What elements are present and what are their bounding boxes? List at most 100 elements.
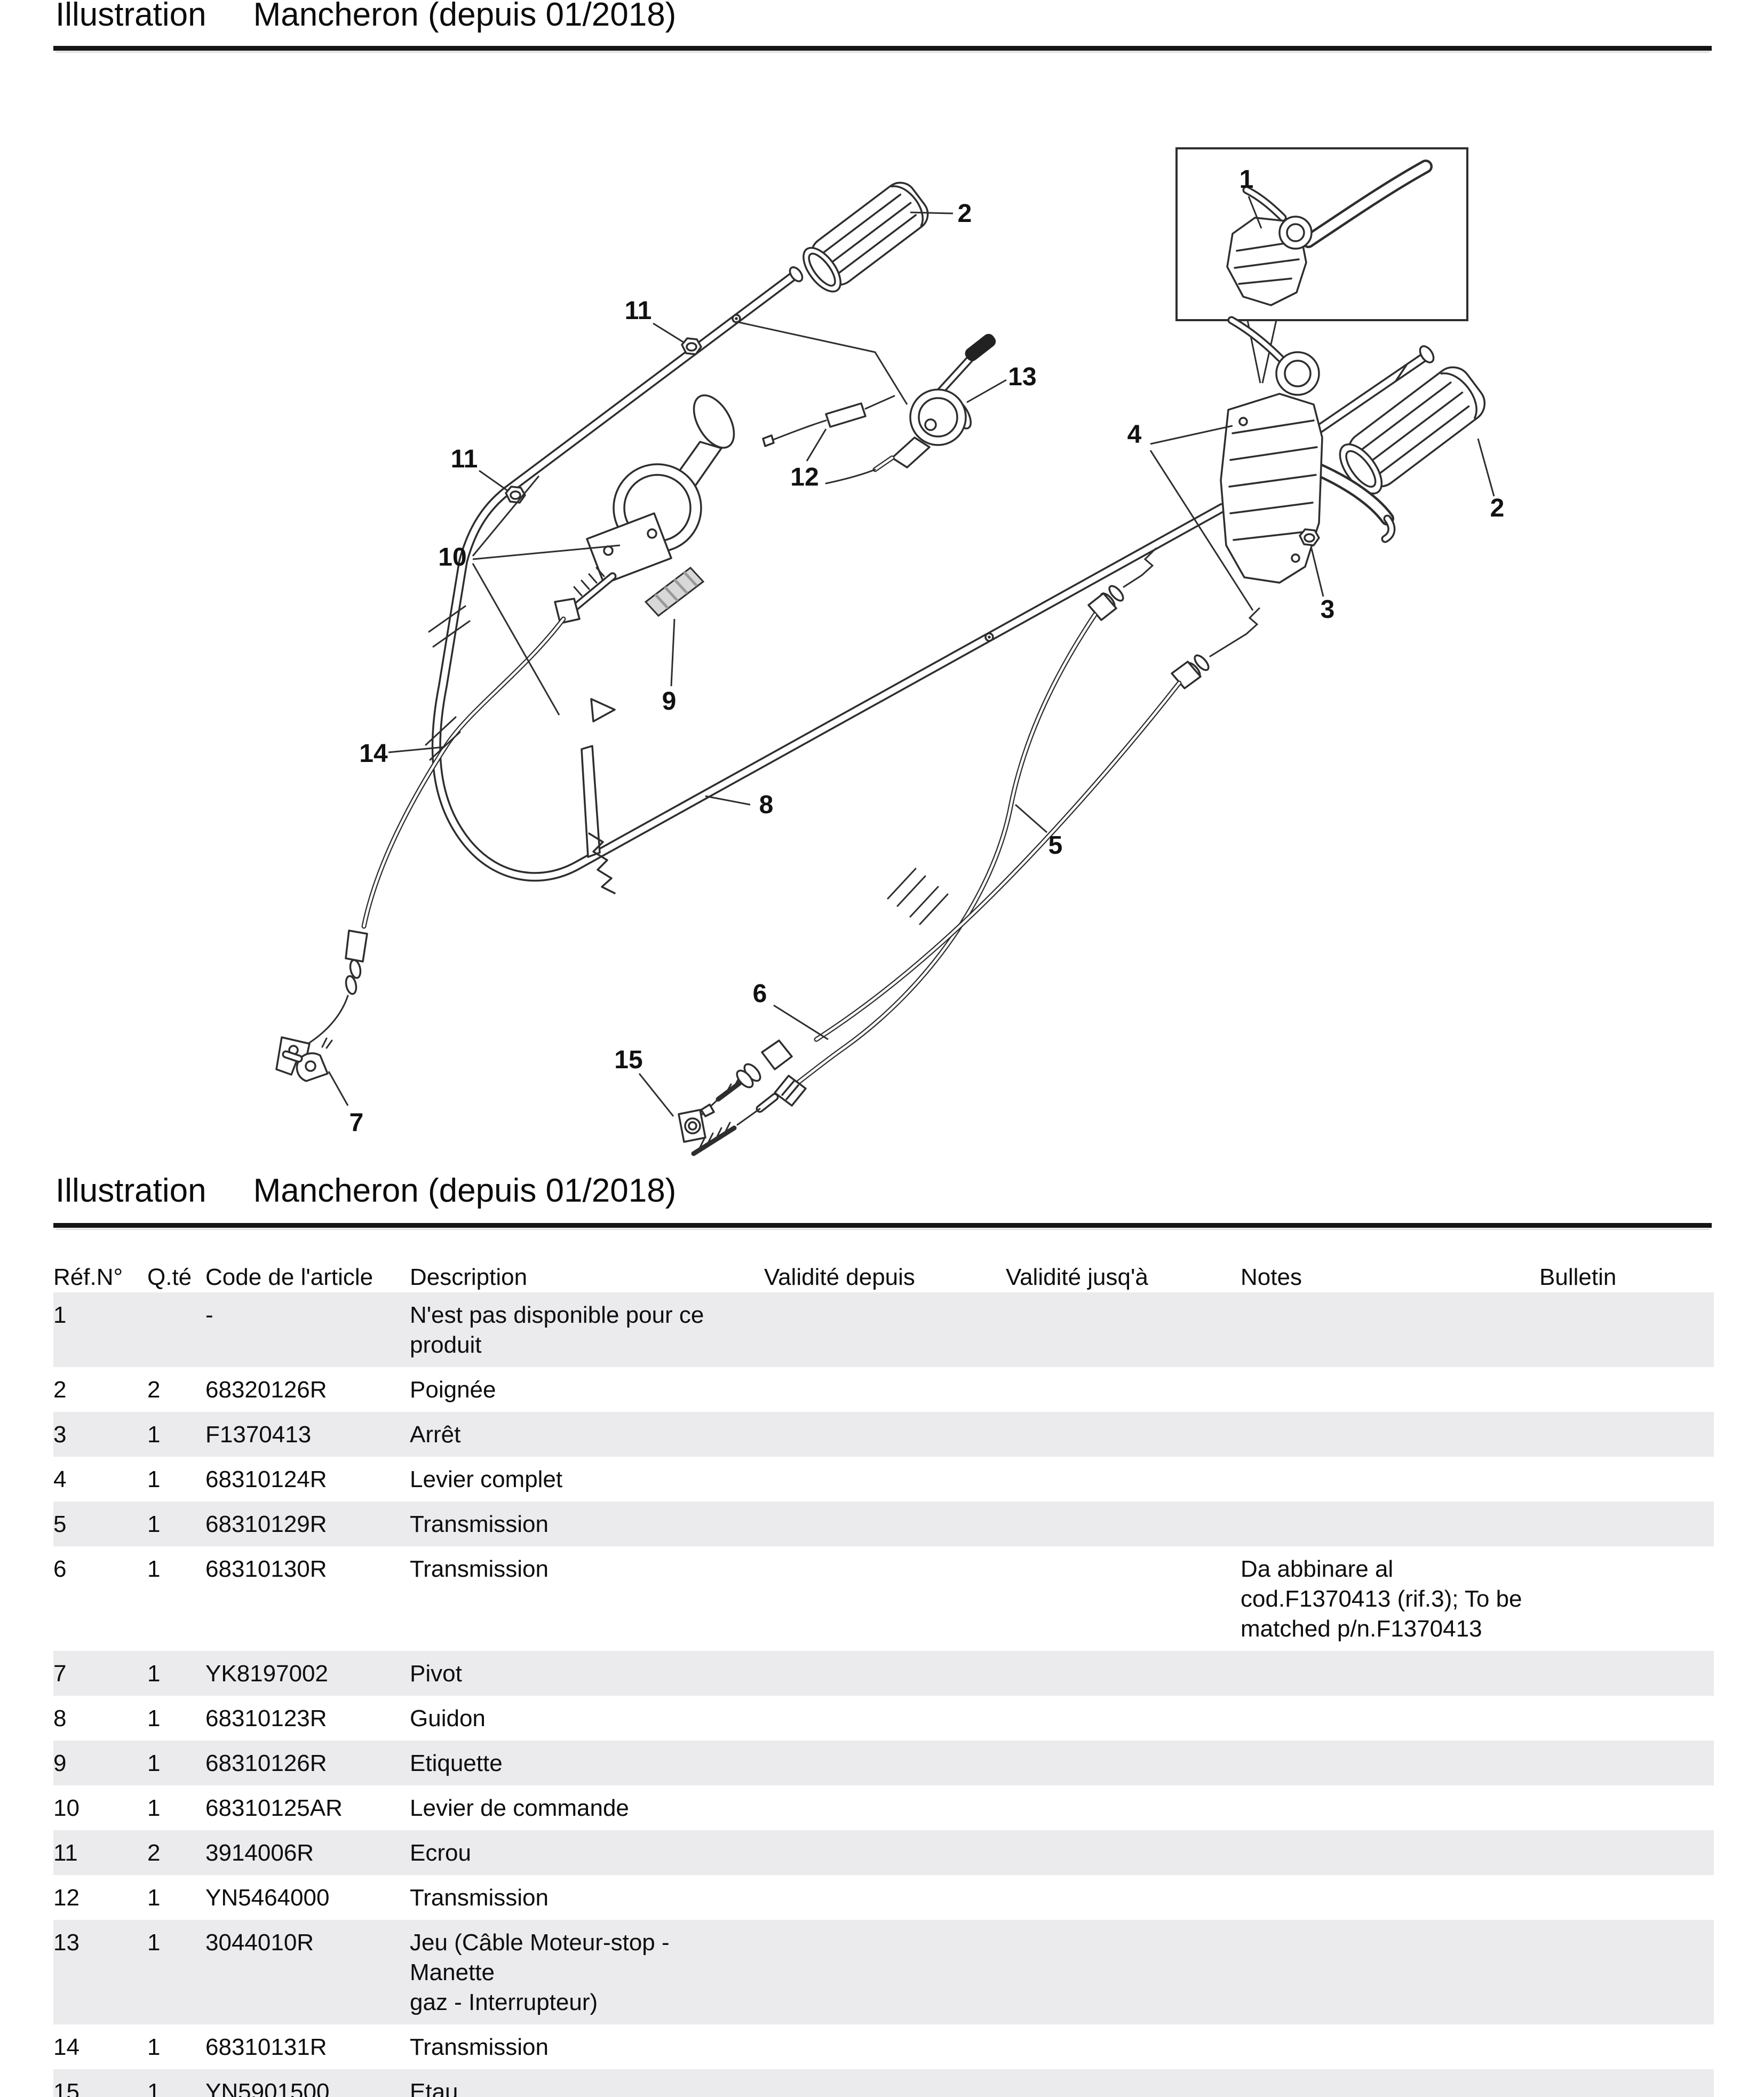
table-cell: [764, 1659, 1006, 1689]
callout-13: 13: [1008, 363, 1036, 391]
table-header-cell: Notes: [1241, 1264, 1302, 1290]
section-title-label: Illustration: [55, 1172, 206, 1209]
callout-14: 14: [359, 740, 388, 768]
table-cell: 68310126R: [205, 1750, 327, 1776]
table-cell: Poignée: [410, 1377, 496, 1403]
table-cell: [1006, 1659, 1241, 1689]
table-cell: 1: [147, 2079, 161, 2097]
table-cell: Transmission: [410, 1511, 549, 1537]
section-divider: [53, 1223, 1712, 1228]
table-cell: [1006, 1375, 1241, 1405]
table-cell: Etiquette: [410, 1750, 503, 1776]
table-cell: [147, 1300, 205, 1360]
table-cell: [1241, 1928, 1539, 2017]
table-cell: 1: [53, 1302, 67, 1328]
table-cell: 1: [147, 2034, 161, 2060]
table-cell: [764, 1883, 1006, 1913]
table-cell: [1539, 1659, 1714, 1689]
table-header-cell: Description: [410, 1264, 528, 1290]
table-cell: [1539, 1554, 1714, 1644]
table-cell: [764, 2077, 1006, 2097]
table-cell: -: [205, 1302, 213, 1328]
table-header-cell: Q.té: [147, 1264, 192, 1290]
callout-leader: [1150, 425, 1233, 445]
callout-9: 9: [662, 687, 677, 716]
table-cell: [1539, 1749, 1714, 1778]
table-cell: 1: [147, 1421, 161, 1448]
table-cell: [764, 1465, 1006, 1495]
table-cell: [1006, 1420, 1241, 1450]
table-cell: Jeu (Câble Moteur-stop - Manette gaz - I…: [410, 1929, 670, 2015]
table-cell: Pivot: [410, 1661, 462, 1687]
table-cell: [1241, 1883, 1539, 1913]
table-cell: [764, 1510, 1006, 1539]
table-cell: [1241, 1420, 1539, 1450]
table-cell: [1006, 2077, 1241, 2097]
table-cell: [1241, 1749, 1539, 1778]
table-cell: [1006, 1793, 1241, 1823]
table-cell: [1539, 1465, 1714, 1495]
table-cell: 1: [147, 1466, 161, 1492]
table-cell: [1539, 1375, 1714, 1405]
table-cell: YN5464000: [205, 1885, 330, 1911]
table-cell: Arrêt: [410, 1421, 461, 1448]
callout-leader: [328, 1071, 349, 1106]
table-cell: 3044010R: [205, 1929, 314, 1956]
table-cell: 1: [147, 1929, 161, 1956]
table-cell: Etau: [410, 2079, 458, 2097]
section-title: Illustration Mancheron (depuis 01/2018): [55, 1172, 677, 1209]
callout-7: 7: [349, 1109, 364, 1137]
callout-11: 11: [625, 297, 652, 325]
callout-leader: [472, 475, 540, 557]
table-cell: [764, 1420, 1006, 1450]
table-cell: [764, 1793, 1006, 1823]
table-cell: 68310123R: [205, 1705, 327, 1731]
table-cell: Transmission: [410, 2034, 549, 2060]
table-cell: [764, 1704, 1006, 1734]
table-cell: [764, 1838, 1006, 1868]
table-cell: [1241, 2077, 1539, 2097]
table-cell: Levier de commande: [410, 1795, 629, 1821]
callout-leader: [773, 1004, 829, 1040]
table-cell: [1539, 1420, 1714, 1450]
callout-3: 3: [1321, 595, 1335, 624]
table-cell: 14: [53, 2034, 80, 2060]
table-cell: 1: [147, 1750, 161, 1776]
callout-leader: [479, 470, 508, 492]
page-title-name: Mancheron (depuis 01/2018): [253, 0, 677, 33]
table-cell: [764, 1300, 1006, 1360]
table-header-cell: Validité jusq'à: [1006, 1264, 1148, 1290]
callout-12: 12: [790, 463, 819, 491]
callout-leader: [670, 618, 676, 687]
table-cell: 68310130R: [205, 1556, 327, 1582]
table-cell: [1006, 1704, 1241, 1734]
table-cell: 9: [53, 1750, 67, 1776]
table-cell: 68310124R: [205, 1466, 327, 1492]
table-cell: [1241, 2032, 1539, 2062]
callout-leader: [638, 1073, 674, 1117]
title-divider: [53, 46, 1712, 51]
table-cell: [1539, 1928, 1714, 2017]
callout-leader: [388, 746, 444, 753]
table-cell: [1539, 1793, 1714, 1823]
table-cell: Transmission: [410, 1885, 549, 1911]
table-cell: [764, 1928, 1006, 2017]
table-cell: 1: [147, 1511, 161, 1537]
table-cell: 1: [147, 1556, 161, 1582]
callout-2: 2: [958, 200, 972, 228]
callout-leader: [1149, 450, 1254, 611]
section-title-name: Mancheron (depuis 01/2018): [253, 1172, 677, 1209]
